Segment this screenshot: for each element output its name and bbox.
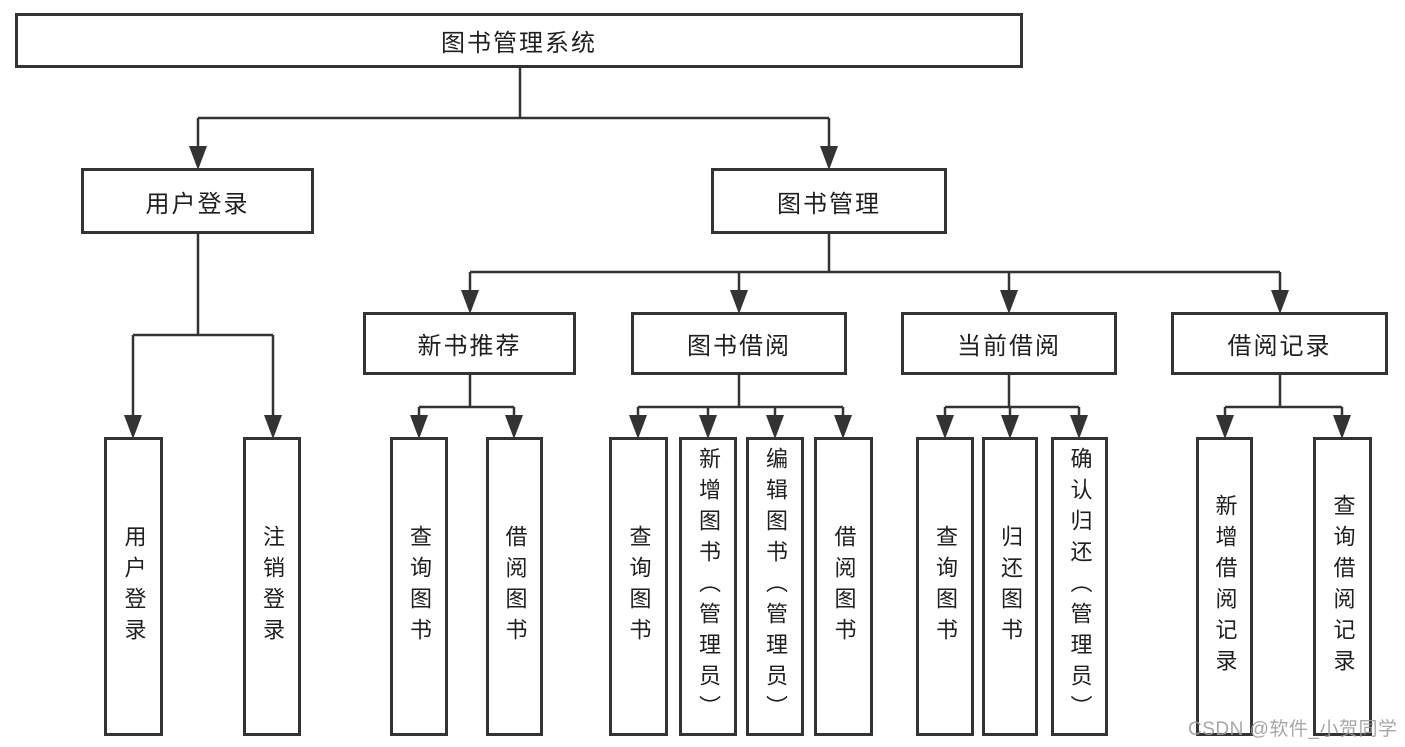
leaf-query-borrow-record: 查询借阅记录 — [1313, 437, 1372, 736]
node-borrow-record-label: 借阅记录 — [1227, 333, 1332, 360]
node-root: 图书管理系统 — [15, 13, 1023, 68]
leaf-borrow-book-recommend: 借阅图书 — [486, 437, 543, 736]
node-book-management: 图书管理 — [711, 168, 947, 234]
leaf-return-book-label: 归还图书 — [998, 524, 1023, 649]
node-root-label: 图书管理系统 — [441, 30, 597, 57]
node-new-book-recommend: 新书推荐 — [363, 312, 576, 375]
leaf-return-book: 归还图书 — [982, 437, 1038, 736]
node-new-book-recommend-label: 新书推荐 — [417, 333, 522, 360]
leaf-add-book-admin-label: 新增图书（管理员） — [696, 447, 721, 726]
node-user-login-branch-label: 用户登录 — [145, 190, 250, 218]
leaf-query-book-borrow: 查询图书 — [609, 437, 668, 736]
arrowheads — [124, 146, 1351, 439]
leaf-edit-book-admin: 编辑图书（管理员） — [746, 437, 804, 736]
leaf-logout-label: 注销登录 — [260, 524, 285, 649]
leaf-query-borrow-record-label: 查询借阅记录 — [1330, 493, 1356, 680]
node-book-management-label: 图书管理 — [777, 190, 881, 218]
leaf-add-borrow-record-label: 新增借阅记录 — [1212, 493, 1238, 680]
leaf-query-book-recommend-label: 查询图书 — [407, 524, 432, 649]
leaf-query-book-current: 查询图书 — [916, 437, 974, 736]
node-borrow-record: 借阅记录 — [1171, 312, 1388, 375]
watermark: CSDN @软件_小贺同学 — [1188, 719, 1398, 740]
leaf-add-borrow-record: 新增借阅记录 — [1196, 437, 1253, 736]
node-user-login-branch: 用户登录 — [81, 168, 314, 234]
node-book-borrow: 图书借阅 — [631, 312, 847, 375]
leaf-borrow-book: 借阅图书 — [814, 437, 873, 736]
leaf-logout: 注销登录 — [243, 437, 301, 736]
leaf-add-book-admin: 新增图书（管理员） — [679, 437, 737, 736]
node-book-borrow-label: 图书借阅 — [687, 333, 791, 360]
leaf-user-login: 用户登录 — [104, 437, 163, 736]
node-current-borrow-label: 当前借阅 — [957, 333, 1061, 360]
leaf-user-login-label: 用户登录 — [121, 524, 147, 649]
leaf-edit-book-admin-label: 编辑图书（管理员） — [763, 447, 788, 726]
node-current-borrow: 当前借阅 — [901, 312, 1117, 375]
leaf-borrow-book-label: 借阅图书 — [831, 524, 857, 649]
leaf-query-book-borrow-label: 查询图书 — [626, 524, 652, 649]
leaf-query-book-recommend: 查询图书 — [390, 437, 448, 736]
leaf-confirm-return-admin: 确认归还（管理员） — [1051, 437, 1108, 736]
leaf-query-book-current-label: 查询图书 — [933, 524, 958, 649]
leaf-confirm-return-admin-label: 确认归还（管理员） — [1067, 447, 1093, 726]
leaf-borrow-book-recommend-label: 借阅图书 — [502, 524, 528, 649]
